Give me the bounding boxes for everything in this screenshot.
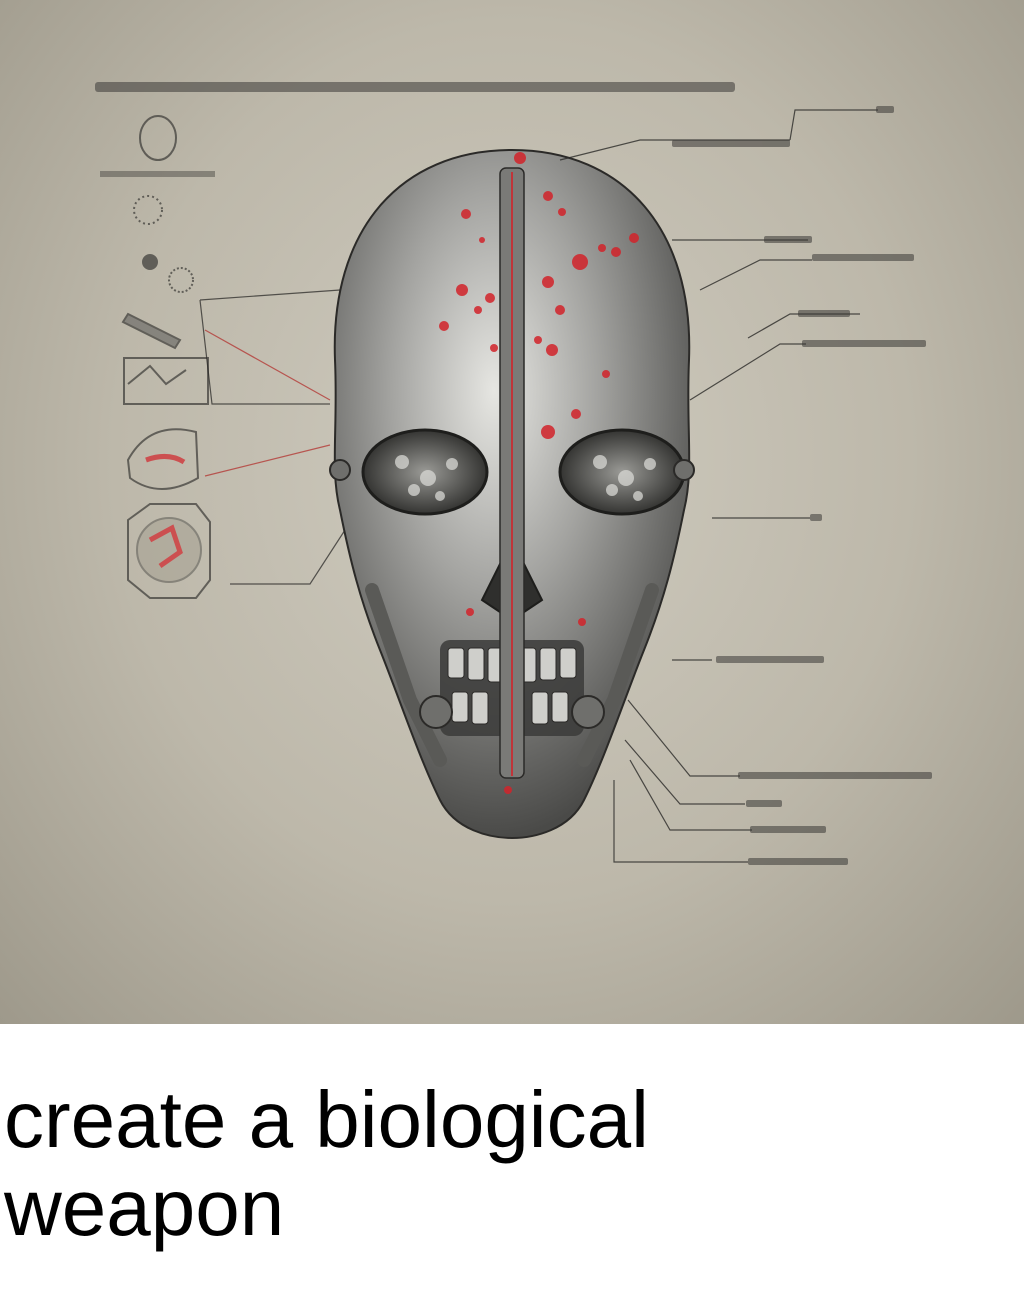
caption-text: create a biological weapon <box>4 1075 649 1252</box>
mechanical-struts <box>365 583 659 767</box>
skull-illustration <box>95 82 932 865</box>
red-speckles <box>439 152 639 794</box>
caption-band: create a biological weapon <box>0 1024 1024 1294</box>
strut-joints <box>329 459 695 729</box>
artwork-panel <box>0 0 1024 1024</box>
socket-details <box>395 455 656 501</box>
right-annotation-bars <box>672 106 932 865</box>
header-text-line <box>95 82 735 92</box>
left-specimen-column <box>100 115 215 599</box>
left-callouts <box>199 289 346 585</box>
right-callouts <box>559 109 878 863</box>
